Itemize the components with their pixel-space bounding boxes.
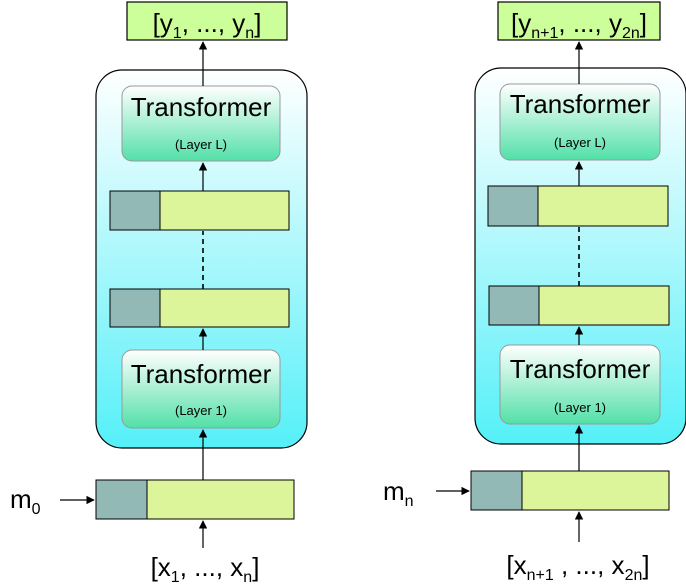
- left-column: [y1, ..., yn] Transformer (Layer L) Tran…: [10, 1, 308, 586]
- input-memory-segment: [95, 479, 148, 520]
- right-column: [yn+1, ..., y2n] Transformer (Layer L) T…: [383, 1, 686, 584]
- transformer-title-top: Transformer: [510, 89, 651, 119]
- transformer-block-bottom: [121, 349, 281, 429]
- layer-label-top: (Layer L): [175, 137, 227, 152]
- input-label: [xn+1 , ..., x2n]: [506, 550, 649, 584]
- input-memory-segment: [470, 470, 523, 511]
- input-label: [x1, ..., xn]: [151, 552, 260, 586]
- hidden-segment-lower: [538, 285, 670, 326]
- hidden-segment-upper: [537, 185, 669, 227]
- transformer-title-top: Transformer: [131, 92, 272, 122]
- output-label: [y1, ..., yn]: [153, 8, 262, 42]
- output-label-box: [126, 1, 288, 41]
- memory-segment-upper: [109, 190, 161, 231]
- transformer-title-bottom: Transformer: [131, 359, 272, 389]
- memory-segment-lower: [488, 285, 540, 326]
- transformer-block-top: [121, 85, 281, 162]
- transformer-block-bottom: [499, 344, 661, 425]
- layer-label-bottom: (Layer 1): [554, 400, 606, 415]
- hidden-segment-lower: [159, 288, 290, 328]
- input-token-segment: [146, 479, 295, 520]
- memory-label: mn: [383, 476, 414, 510]
- memory-label: m0: [10, 484, 41, 518]
- hidden-segment-upper: [159, 190, 290, 231]
- transformer-title-bottom: Transformer: [510, 354, 651, 384]
- output-label-box: [497, 1, 661, 41]
- input-token-segment: [521, 470, 670, 511]
- memory-segment-lower: [109, 288, 161, 328]
- output-label: [yn+1, ..., y2n]: [511, 8, 647, 42]
- layer-label-bottom: (Layer 1): [175, 403, 227, 418]
- transformer-block-top: [499, 83, 661, 161]
- layer-label-top: (Layer L): [554, 135, 606, 150]
- memory-segment-upper: [487, 185, 539, 227]
